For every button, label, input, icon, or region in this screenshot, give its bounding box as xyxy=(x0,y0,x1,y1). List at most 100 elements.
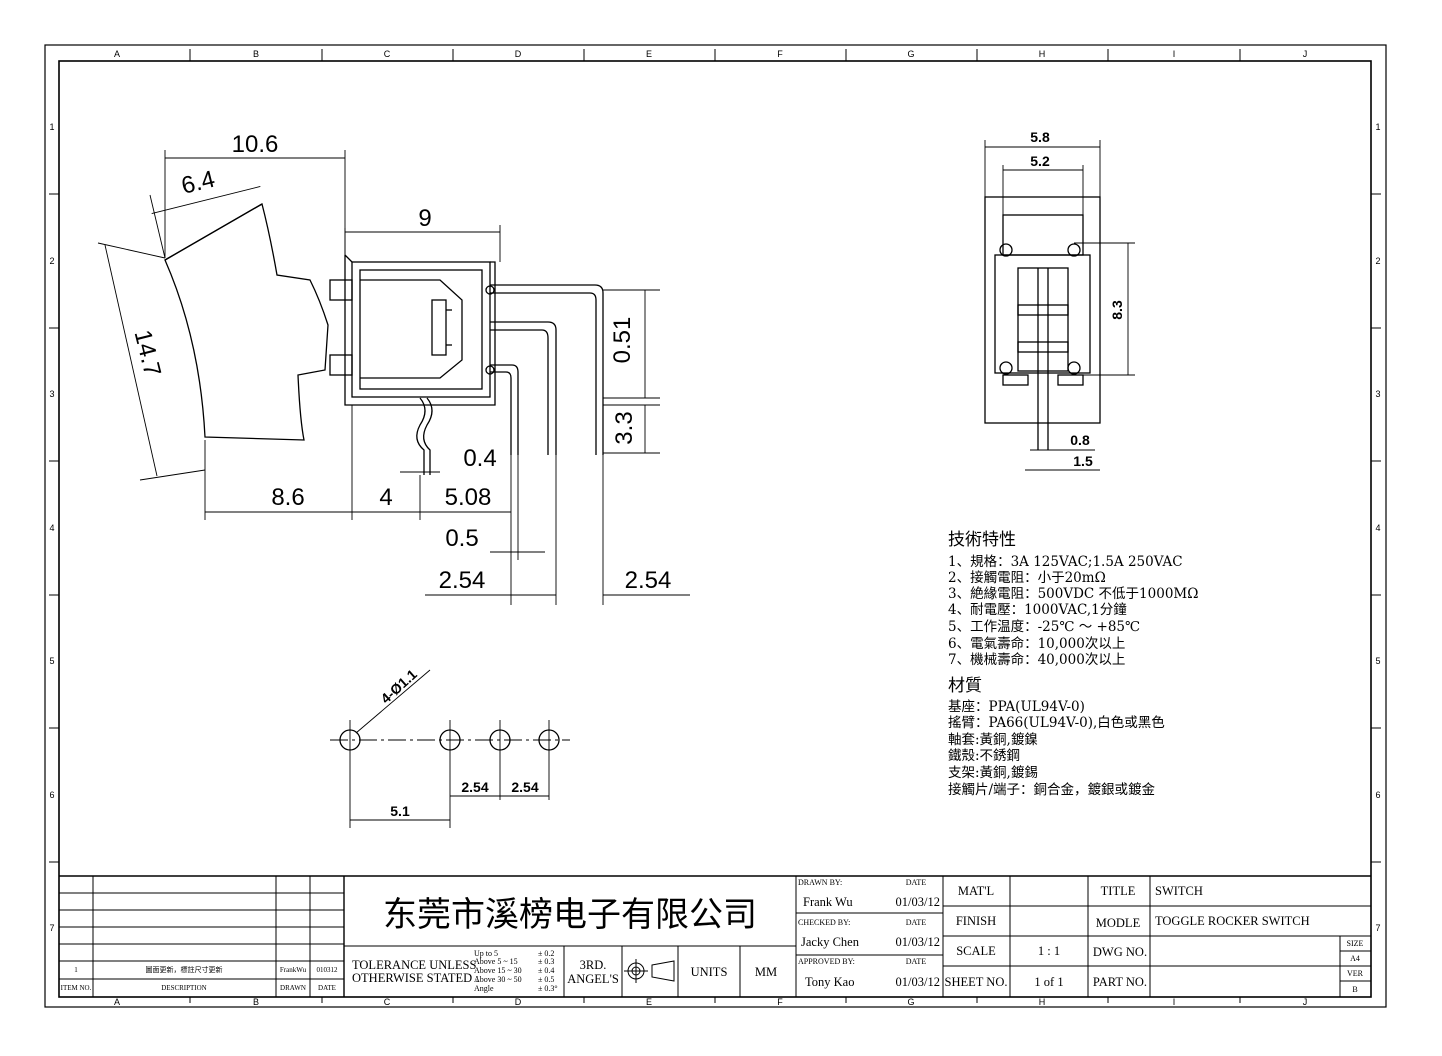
sheet-value: 1 of 1 xyxy=(1034,975,1063,989)
checked-date: 01/03/12 xyxy=(896,935,940,949)
part-label: PART NO. xyxy=(1093,975,1147,989)
approved-by: Tony Kao xyxy=(805,975,854,989)
zone-col-f-bottom: F xyxy=(777,997,783,1007)
zone-row-6: 6 xyxy=(49,790,54,800)
tol-range-1: Up to 5 xyxy=(474,949,498,958)
housing-outer xyxy=(351,261,491,398)
specifications: 技術特性 1、規格：3A 125VAC;1.5A 250VAC 2、接觸電阻：小… xyxy=(948,530,1198,798)
tol-range-5: Angle xyxy=(474,984,494,993)
material-3: 軸套:黃銅,鍍鎳 xyxy=(948,731,1038,748)
dim-2-54-b: 2.54 xyxy=(625,567,672,594)
inner-border xyxy=(58,60,1372,998)
ver-label: VER xyxy=(1347,969,1364,978)
rev-description: 圖面更新，標註尺寸更新 xyxy=(146,965,223,974)
zone-row-7: 7 xyxy=(49,923,54,933)
rev-drawn: FrankWu xyxy=(280,966,307,974)
zone-col-f: F xyxy=(777,49,783,59)
title-block xyxy=(59,875,1371,997)
dim-9: 9 xyxy=(418,205,431,232)
spring-pin xyxy=(416,397,426,475)
dim-0-5: 0.5 xyxy=(445,525,478,552)
checked-by-label: CHECKED BY: xyxy=(798,918,850,927)
hdr-description: DESCRIPTION xyxy=(161,984,207,992)
tol-value-2: ± 0.3 xyxy=(538,957,554,966)
contact-block xyxy=(431,299,447,356)
terminal-mid-inner xyxy=(490,329,549,455)
zone-col-d-bottom: D xyxy=(515,997,522,1007)
approved-by-label: APPROVED BY: xyxy=(798,957,855,966)
scale-label: SCALE xyxy=(956,944,996,958)
size-value: A4 xyxy=(1350,954,1360,963)
hdr-drawn: DRAWN xyxy=(280,984,306,992)
matl-label: MAT'L xyxy=(958,884,994,898)
spec-3: 3、絶緣電阻：500VDC 不低于1000MΩ xyxy=(948,586,1198,602)
units-label: UNITS xyxy=(691,965,728,979)
angle-label-2: ANGEL'S xyxy=(567,972,619,986)
model-label: MODLE xyxy=(1096,916,1141,930)
spec-2: 2、接觸電阻：小于20mΩ xyxy=(948,569,1106,586)
spec-6: 6、電氣壽命：10,000次以上 xyxy=(948,635,1125,652)
mounting-bracket xyxy=(344,254,496,406)
spec-7: 7、機械壽命：40,000次以上 xyxy=(948,651,1125,668)
dim-10-6: 10.6 xyxy=(232,131,279,158)
drawn-date-label: DATE xyxy=(906,878,927,887)
dim-0-4: 0.4 xyxy=(463,445,496,472)
end-view-top-cap xyxy=(1002,214,1084,256)
tol-value-5: ± 0.3° xyxy=(538,984,558,993)
zone-row-2: 2 xyxy=(49,256,54,266)
bracket-tab-top xyxy=(329,279,353,301)
dim-14-7: 14.7 xyxy=(129,327,167,379)
tol-value-1: ± 0.2 xyxy=(538,949,554,958)
hdr-item: ITEM NO. xyxy=(61,984,92,992)
terminal-low xyxy=(490,364,519,455)
zone-labels: A B C D E F G H I J A B C D E F G H I J … xyxy=(49,49,1380,1007)
end-view-outer xyxy=(984,196,1101,424)
zone-row-2-right: 2 xyxy=(1375,256,1380,266)
dim-5-8: 5.8 xyxy=(1030,129,1050,145)
zone-col-i: I xyxy=(1173,49,1176,59)
housing-inner xyxy=(359,269,483,390)
zone-col-h-bottom: H xyxy=(1039,997,1046,1007)
dim-8-6: 8.6 xyxy=(271,484,304,511)
bracket-tab-bottom xyxy=(329,354,353,376)
dim-hole-5-1: 5.1 xyxy=(390,803,410,819)
zone-row-7-right: 7 xyxy=(1375,923,1380,933)
drawn-by-label: DRAWN BY: xyxy=(798,878,842,887)
dim-6-4: 6.4 xyxy=(179,166,218,200)
units-value: MM xyxy=(755,965,777,979)
rocker-actuator xyxy=(164,203,329,441)
size-label: SIZE xyxy=(1347,939,1364,948)
zone-row-4: 4 xyxy=(49,523,54,533)
tol-range-2: Above 5 ~ 15 xyxy=(474,957,518,966)
zone-col-j-bottom: J xyxy=(1303,997,1308,1007)
zone-col-b-bottom: B xyxy=(253,997,259,1007)
dim-0-8: 0.8 xyxy=(1070,432,1090,448)
tolerance-label-1: TOLERANCE UNLESS xyxy=(352,958,476,972)
dim-hole-2-54-a: 2.54 xyxy=(461,779,488,795)
terminal-mid xyxy=(490,321,557,455)
hole-callout: 4-Ø1.1 xyxy=(377,666,420,707)
zone-col-i-bottom: I xyxy=(1173,997,1176,1007)
zone-row-5-right: 5 xyxy=(1375,656,1380,666)
drawn-by: Frank Wu xyxy=(803,895,853,909)
tol-value-3: ± 0.4 xyxy=(538,966,554,975)
zone-row-5: 5 xyxy=(49,656,54,666)
zone-col-e: E xyxy=(646,49,652,59)
zone-col-e-bottom: E xyxy=(646,997,652,1007)
zone-col-d: D xyxy=(515,49,522,59)
end-view-dims: 5.8 5.2 8.3 0.8 1.5 xyxy=(1030,129,1125,469)
dim-3-3: 3.3 xyxy=(611,411,638,444)
dim-2-54-a: 2.54 xyxy=(439,567,486,594)
material-1: 基座：PPA(UL94V-0) xyxy=(948,698,1085,715)
tol-range-4: Above 30 ~ 50 xyxy=(474,975,522,984)
zone-row-3-right: 3 xyxy=(1375,389,1380,399)
terminal-low-inner xyxy=(490,371,512,455)
spec-5: 5、工作温度：-25℃ ～ +85℃ xyxy=(948,619,1140,635)
zone-row-1: 1 xyxy=(49,122,54,132)
zone-row-3: 3 xyxy=(49,389,54,399)
dim-1-5: 1.5 xyxy=(1073,453,1093,469)
end-view-body xyxy=(994,254,1091,374)
finish-label: FINISH xyxy=(956,914,996,928)
zone-row-1-right: 1 xyxy=(1375,122,1380,132)
sheet-label: SHEET NO. xyxy=(945,975,1008,989)
